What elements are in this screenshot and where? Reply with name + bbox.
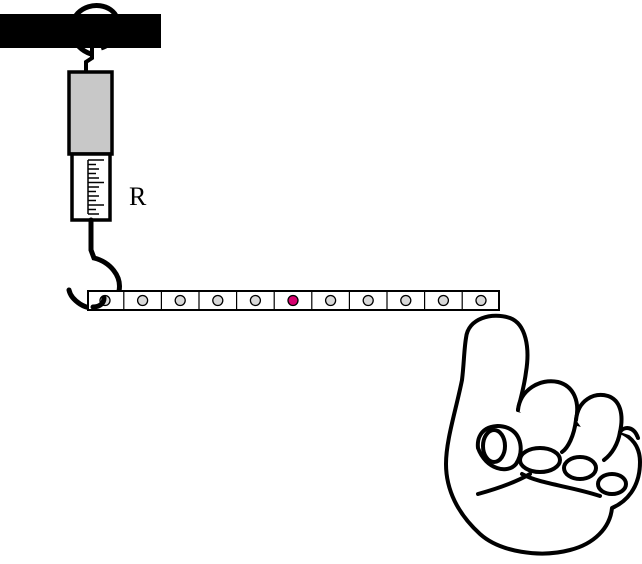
scale-ticks <box>87 159 104 215</box>
ruler-hole <box>324 294 337 307</box>
ruler-hole <box>437 294 450 307</box>
spring-scale-label: R <box>129 182 147 211</box>
scale-top-wire <box>84 46 94 72</box>
ruler-hole <box>362 294 374 307</box>
lever-ruler <box>87 290 500 311</box>
ruler-hole <box>475 294 487 307</box>
spring-scale-body <box>67 70 114 156</box>
scale-top-ring <box>69 3 121 57</box>
ruler-hole-highlighted <box>287 294 299 307</box>
ruler-hole <box>136 294 149 307</box>
ruler-hole <box>400 294 412 307</box>
ruler-hole <box>174 294 186 307</box>
support-beam <box>0 14 161 48</box>
hook-tip <box>90 295 107 310</box>
ruler-hole <box>212 294 224 307</box>
hand-icon <box>444 313 642 556</box>
ruler-hole <box>249 294 262 307</box>
